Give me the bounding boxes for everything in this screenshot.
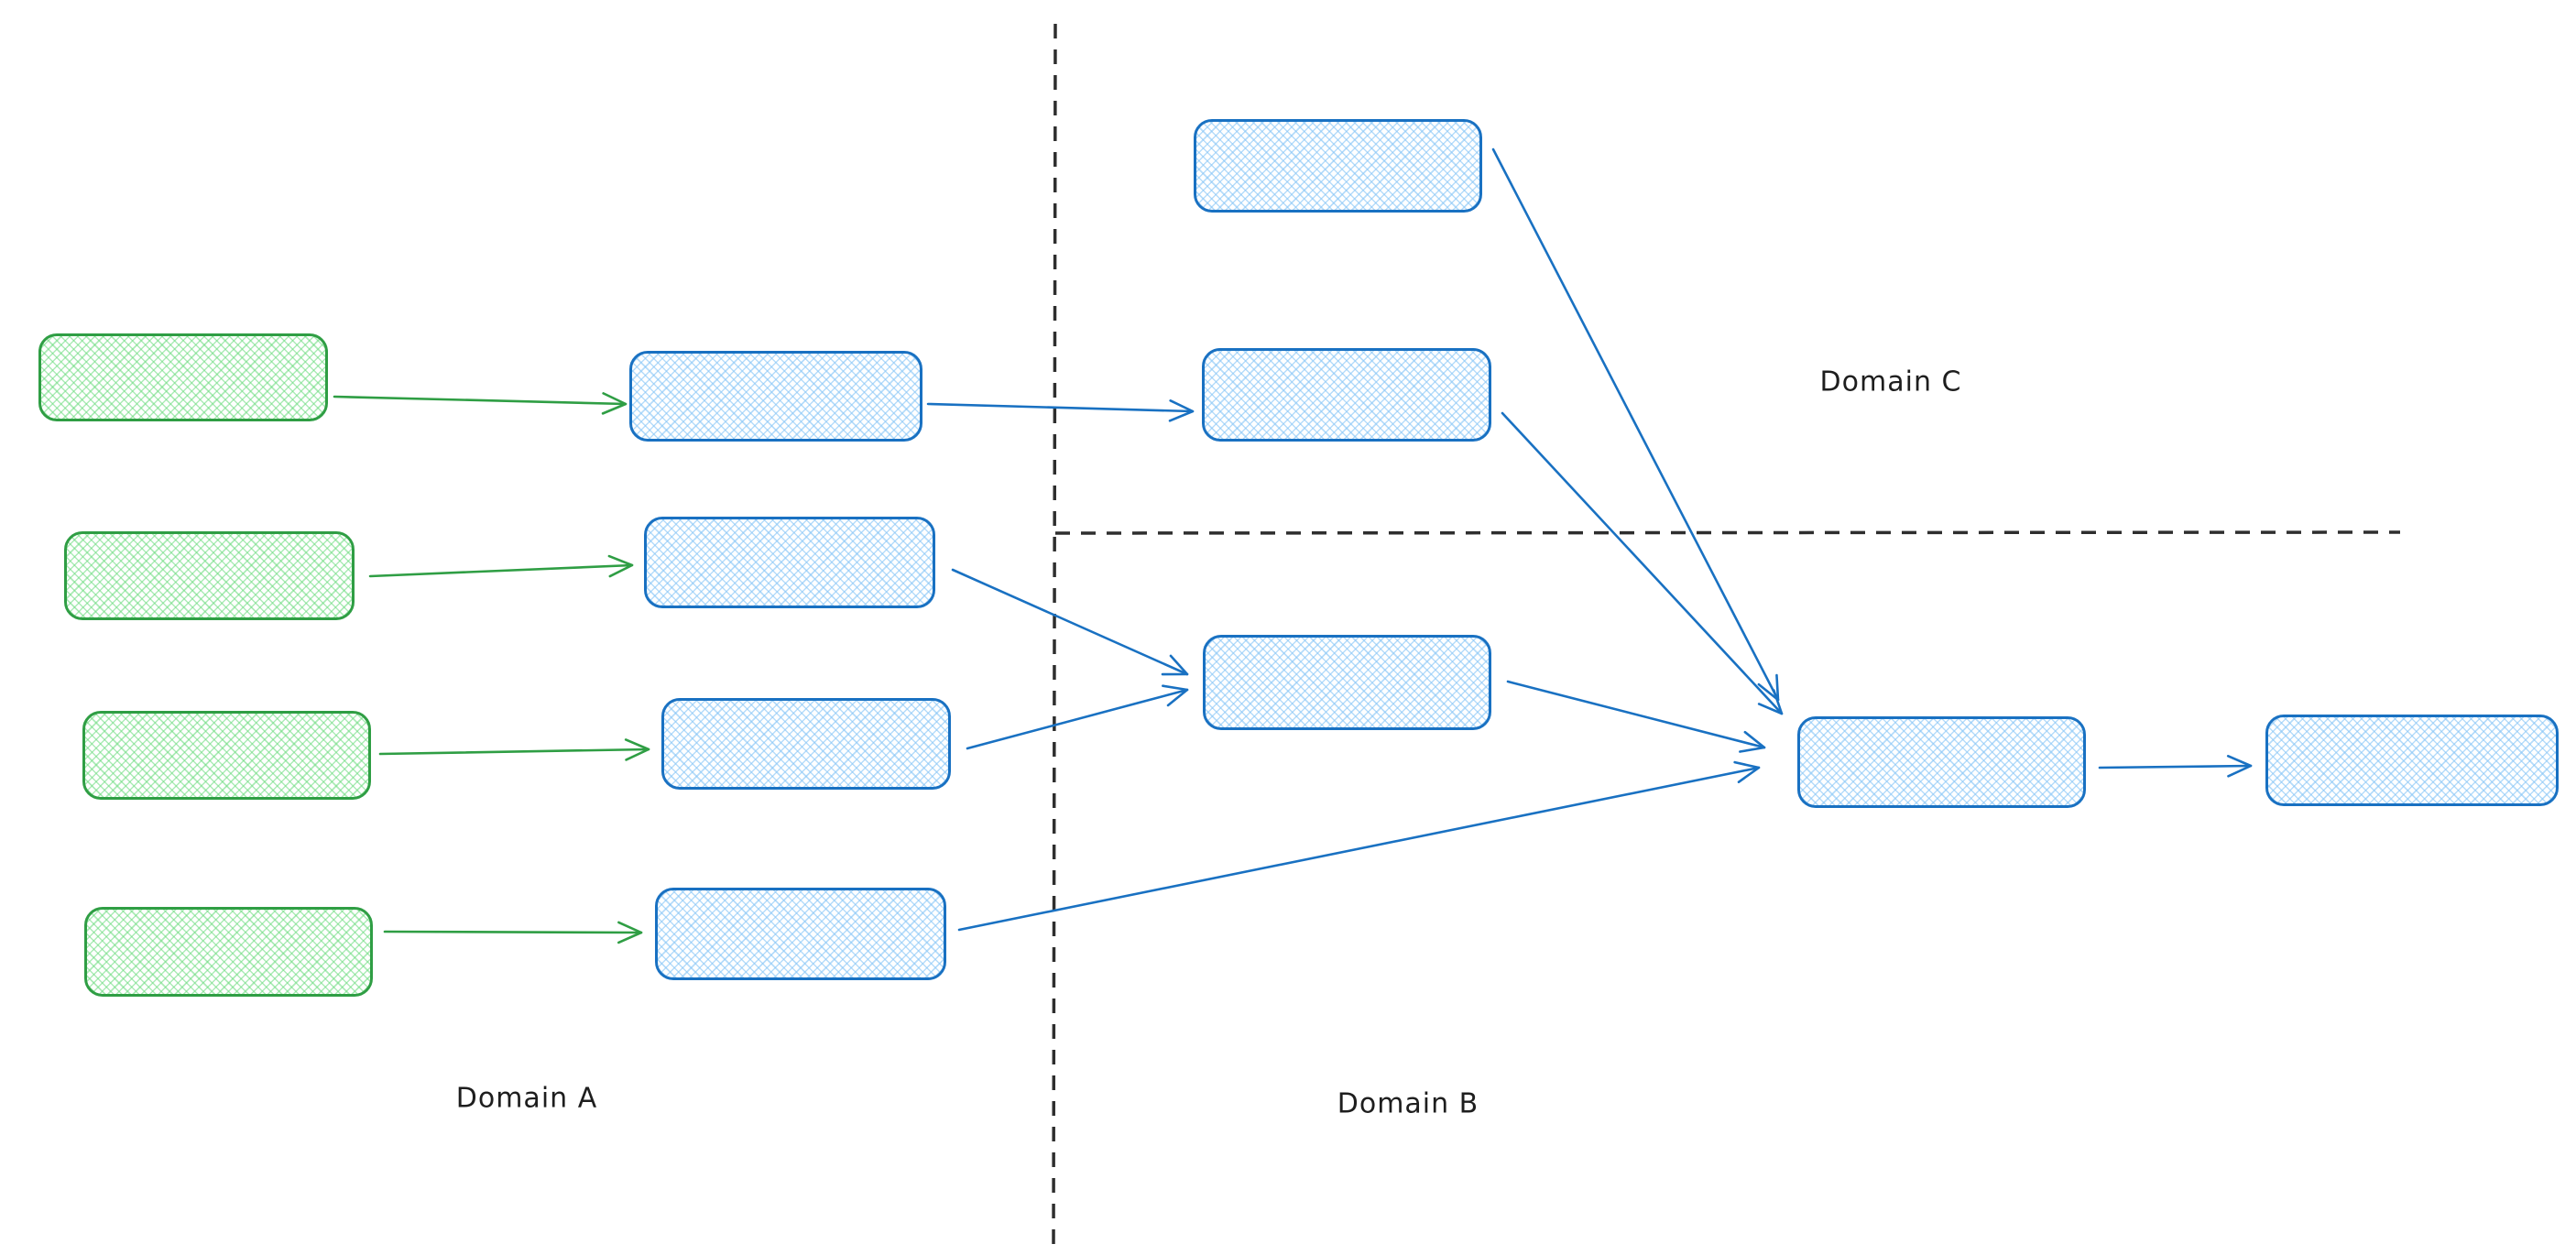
- domain-b-label[interactable]: Domain B: [1337, 1087, 1479, 1120]
- node-c-hub[interactable]: [1797, 716, 2086, 808]
- domain-a-label[interactable]: Domain A: [455, 1082, 598, 1115]
- arrowhead-icon: [1757, 689, 1784, 715]
- edge-shaft: [957, 766, 1761, 932]
- edge-blue-a3-to-b-low[interactable]: [966, 684, 1189, 750]
- edge-shaft: [368, 563, 634, 578]
- edge-b-low-to-c-hub[interactable]: [1506, 680, 1766, 753]
- node-green-source-3[interactable]: [82, 711, 371, 800]
- edge-green-source-1-to-blue-a1[interactable]: [333, 392, 628, 415]
- domain-c-label[interactable]: Domain C: [1819, 366, 1962, 398]
- edge-shaft: [1506, 680, 1766, 749]
- horizontal-divider[interactable]: [1054, 530, 2401, 535]
- edge-shaft: [1501, 411, 1784, 715]
- arrowhead-icon: [1739, 730, 1766, 753]
- arrowhead-icon: [601, 392, 628, 415]
- arrowhead-icon: [1162, 684, 1189, 707]
- edge-c-hub-to-c-final[interactable]: [2098, 754, 2253, 778]
- edge-b-mid-to-c-hub[interactable]: [1501, 411, 1784, 715]
- edge-shaft: [333, 395, 628, 406]
- node-blue-a4[interactable]: [655, 888, 946, 980]
- edge-b-top-to-c-hub[interactable]: [1491, 147, 1780, 702]
- node-b-top[interactable]: [1194, 119, 1482, 213]
- arrowhead-icon: [1161, 654, 1189, 676]
- node-green-source-4[interactable]: [84, 907, 373, 997]
- node-blue-a2[interactable]: [644, 517, 935, 608]
- edge-shaft: [1491, 147, 1780, 702]
- vertical-divider[interactable]: [1052, 23, 1057, 1249]
- node-blue-a3[interactable]: [661, 698, 951, 790]
- arrowhead-icon: [1168, 399, 1195, 422]
- edge-blue-a1-to-b-mid[interactable]: [926, 399, 1195, 422]
- edge-blue-a2-to-b-low[interactable]: [951, 568, 1189, 676]
- arrowhead-icon: [624, 738, 650, 761]
- node-b-low[interactable]: [1203, 635, 1491, 730]
- edge-shaft: [2098, 764, 2253, 769]
- node-c-final[interactable]: [2265, 715, 2559, 806]
- edge-shaft: [383, 930, 643, 934]
- edge-shaft: [966, 688, 1189, 750]
- node-b-mid[interactable]: [1202, 348, 1491, 442]
- edge-green-source-2-to-blue-a2[interactable]: [368, 554, 634, 578]
- edge-shaft: [378, 748, 650, 756]
- edge-green-source-4-to-blue-a4[interactable]: [383, 921, 643, 944]
- edge-shaft: [951, 568, 1189, 676]
- arrowhead-icon: [2226, 754, 2253, 778]
- node-green-source-2[interactable]: [64, 531, 355, 620]
- node-blue-a1[interactable]: [629, 351, 922, 442]
- arrowhead-icon: [607, 554, 634, 578]
- edge-shaft: [926, 402, 1195, 413]
- arrowhead-icon: [1733, 760, 1761, 783]
- node-green-source-1[interactable]: [38, 333, 328, 421]
- arrowhead-icon: [617, 921, 643, 944]
- edge-blue-a4-to-c-hub[interactable]: [957, 760, 1761, 932]
- edge-green-source-3-to-blue-a3[interactable]: [378, 738, 650, 761]
